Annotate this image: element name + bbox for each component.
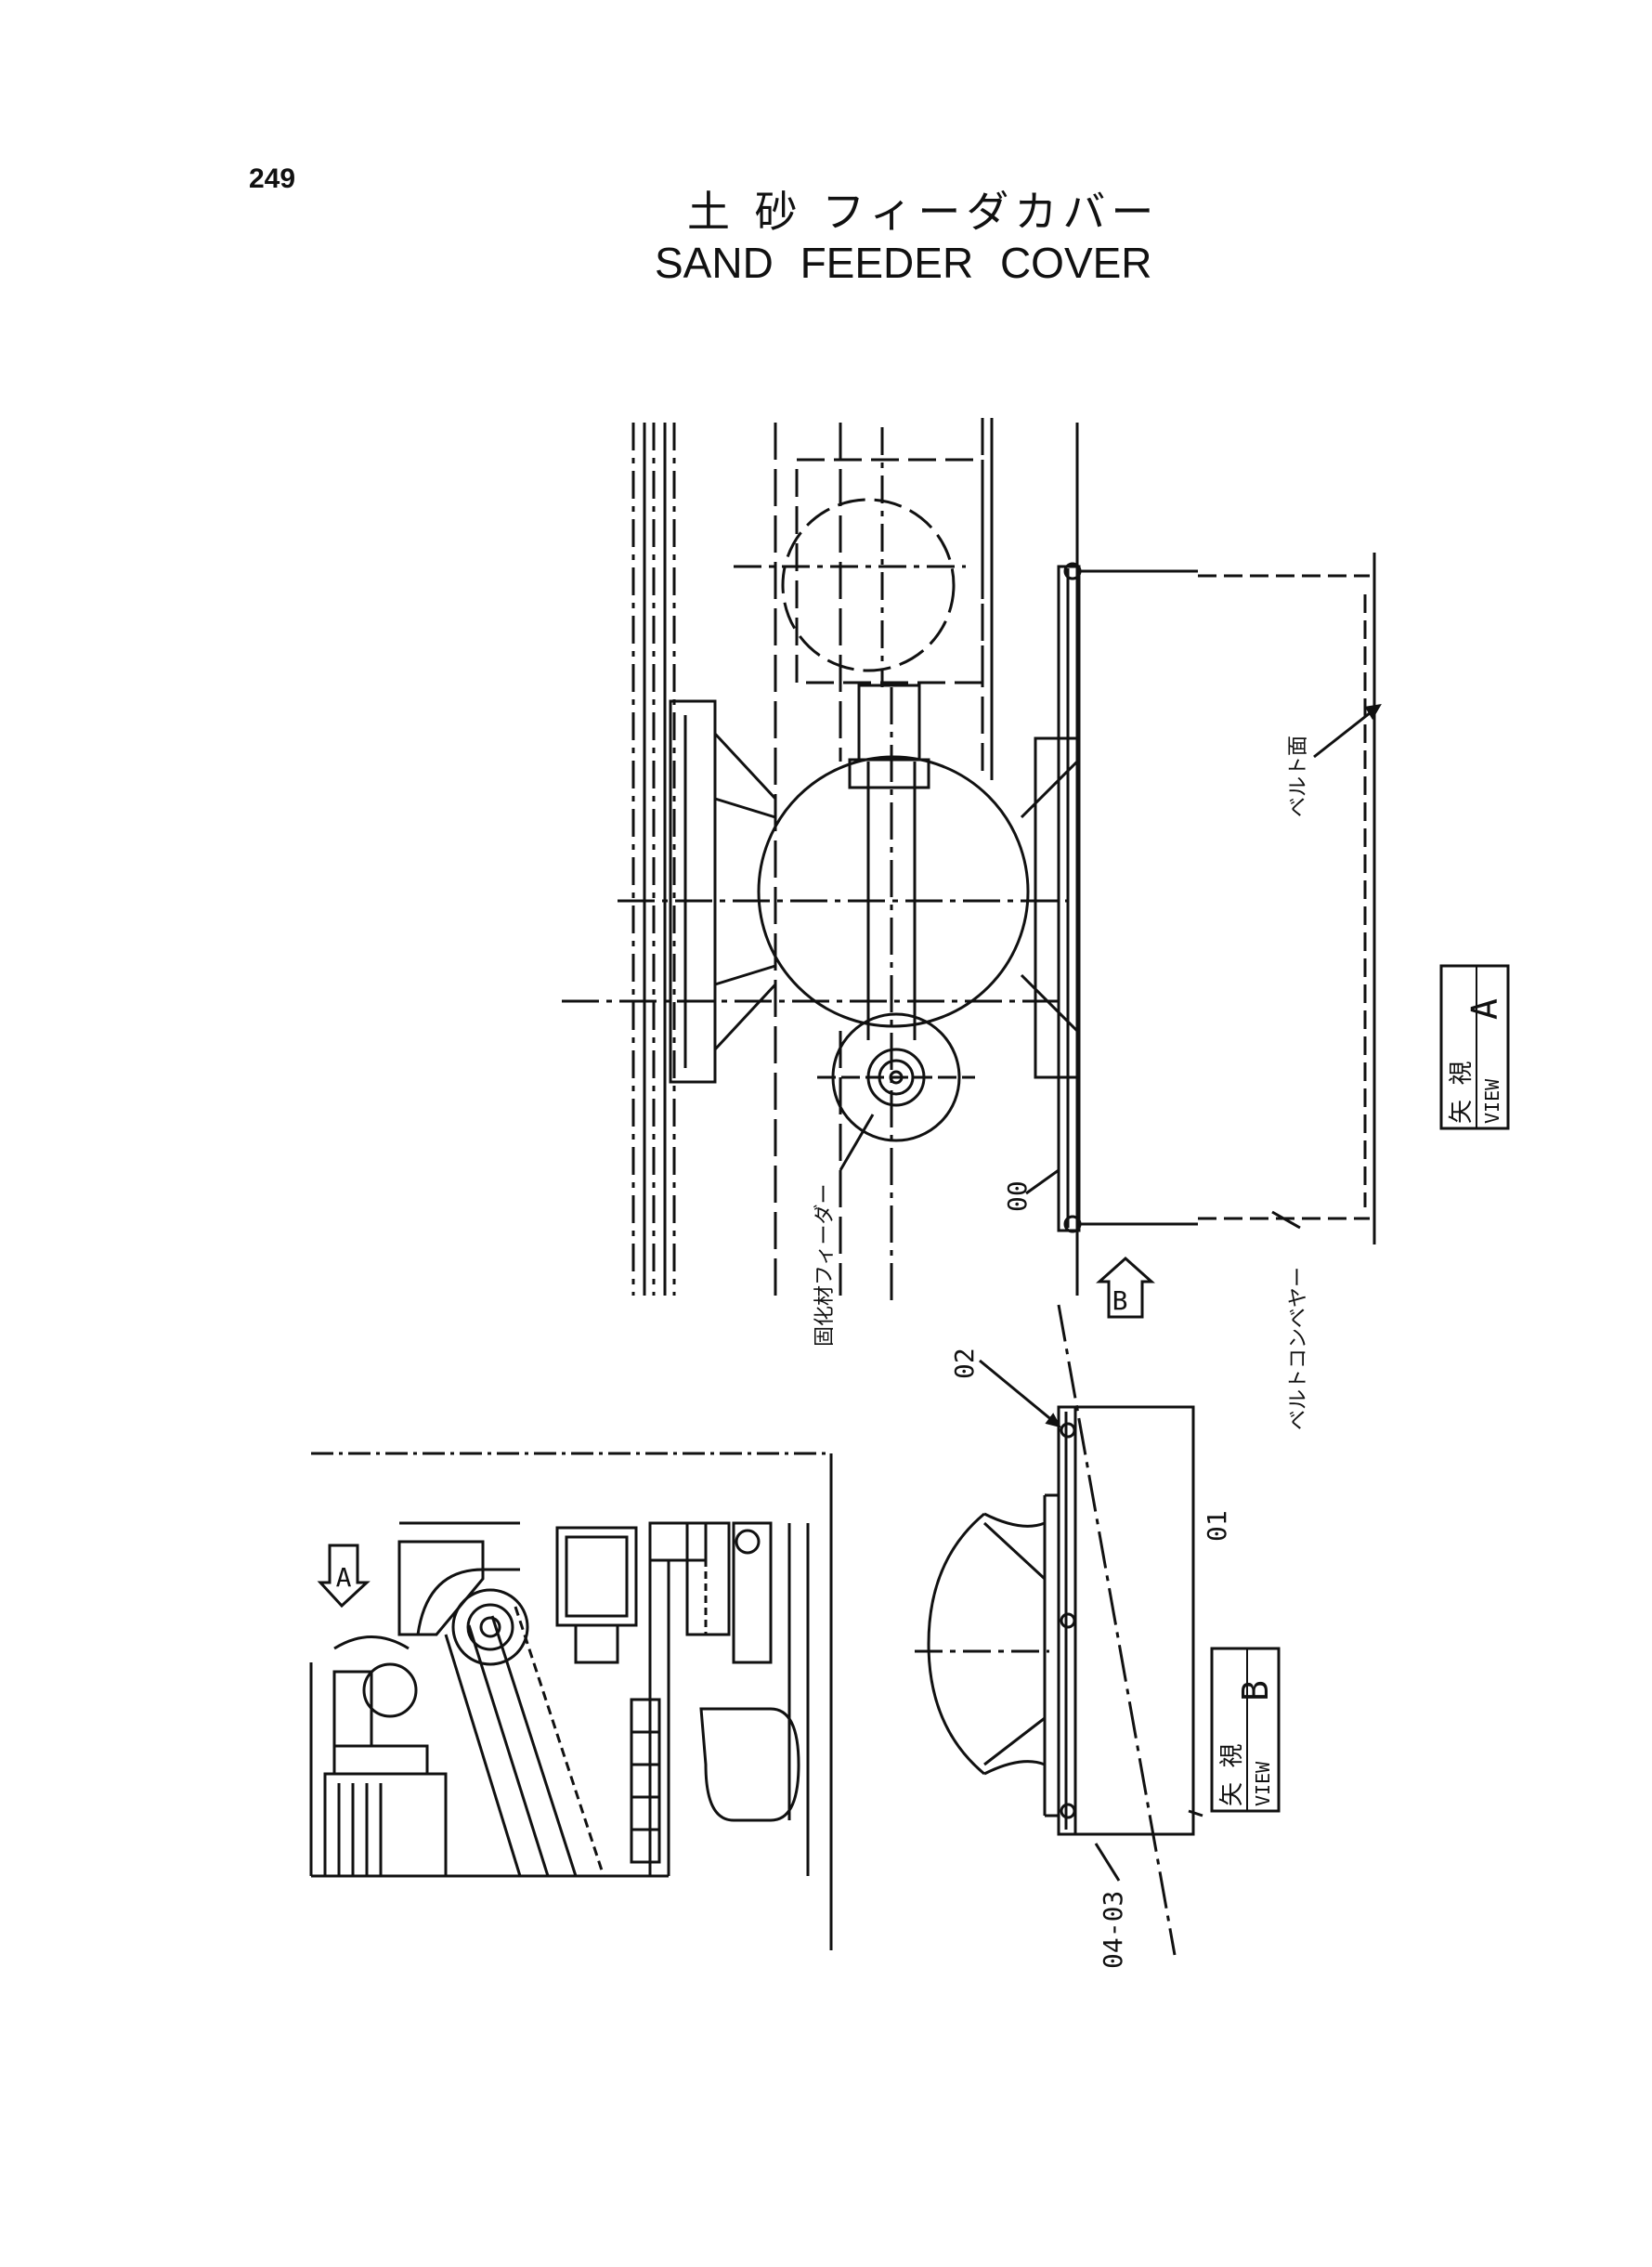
title-english: SAND FEEDER COVER (655, 239, 1152, 287)
view-a-box-letter: A (1464, 998, 1505, 1020)
part-01-label: 01 (1202, 1510, 1232, 1542)
view-b-box-jp: 矢 視 (1218, 1743, 1246, 1806)
page-number: 249 (249, 163, 296, 194)
part-00-label: 00 (1002, 1180, 1033, 1212)
view-a-box: 矢 視 VIEW A (1439, 964, 1510, 1130)
part-04-03-label: 04-03 (1098, 1891, 1128, 1969)
label-belt-surface: ベルト面 (1287, 736, 1310, 817)
part-02-label: 02 (949, 1348, 980, 1379)
label-solidifier-feeder: 固化材フィーダー (813, 1183, 837, 1347)
view-a-arrow-letter: B (1112, 1285, 1128, 1316)
view-b-drawing (915, 1304, 1203, 1956)
view-a-drawing (562, 418, 1382, 1319)
overview-drawing (309, 1452, 833, 1950)
title-japanese: 土 砂 フィーダカバー (687, 187, 1160, 237)
view-b-box-letter: B (1235, 1680, 1276, 1701)
view-a-box-en: VIEW (1481, 1078, 1503, 1124)
view-b-box-en: VIEW (1252, 1761, 1274, 1806)
overview-arrow-letter: A (336, 1562, 352, 1593)
view-a-box-jp: 矢 視 (1448, 1061, 1476, 1124)
view-b-box: 矢 視 VIEW B (1210, 1647, 1281, 1813)
label-belt-conveyor: ベルトコンベヤー (1287, 1267, 1310, 1430)
